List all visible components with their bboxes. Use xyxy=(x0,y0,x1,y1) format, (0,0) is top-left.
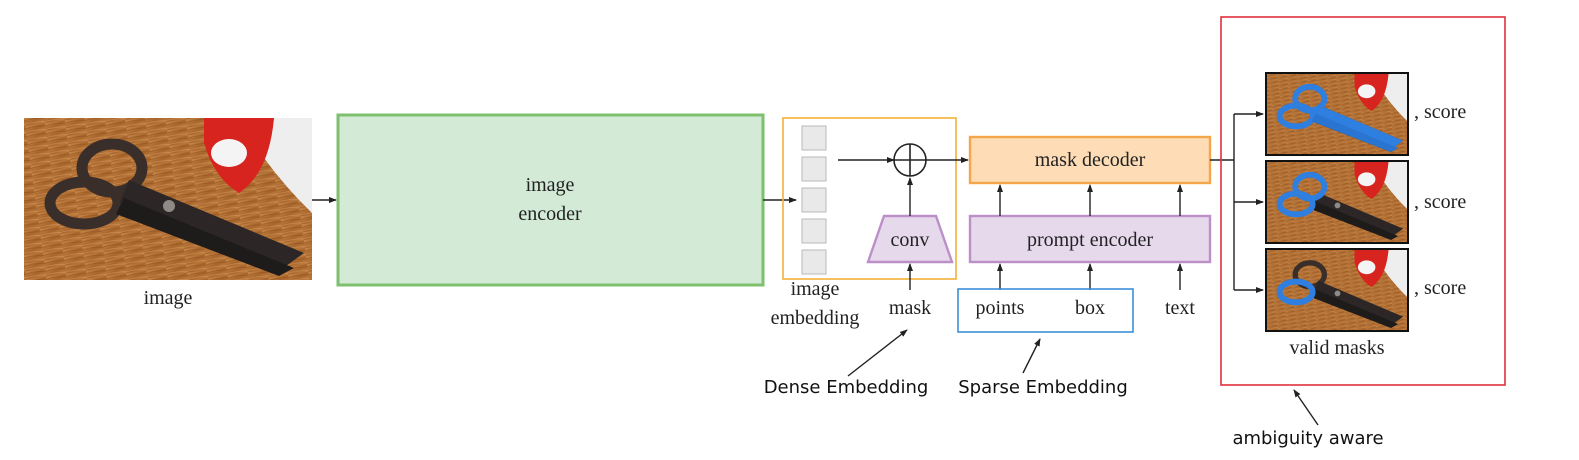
output-mask-2 xyxy=(1265,160,1409,244)
box-label: box xyxy=(1075,297,1105,319)
score-label-3: , score xyxy=(1414,277,1466,299)
dense-embedding-annotation: Dense Embedding xyxy=(764,377,929,398)
valid-masks-label: valid masks xyxy=(1290,337,1385,359)
embedding-cell xyxy=(801,125,827,151)
arrow-dense-annotation xyxy=(847,329,908,377)
sum-icon xyxy=(893,143,927,177)
input-image-label: image xyxy=(144,287,193,309)
ambiguity-aware-box xyxy=(1220,16,1506,386)
image-encoder-label-line2: encoder xyxy=(518,203,582,225)
score-label-2: , score xyxy=(1414,191,1466,213)
mask-decoder-label: mask decoder xyxy=(1035,149,1146,171)
image-encoder-label-line1: image xyxy=(526,174,575,196)
mask-input-label: mask xyxy=(889,297,931,319)
text-label: text xyxy=(1165,297,1195,319)
ambiguity-aware-annotation: ambiguity aware xyxy=(1232,428,1383,449)
image-encoder-box xyxy=(336,113,765,287)
embedding-cell xyxy=(801,187,827,213)
sparse-embedding-annotation: Sparse Embedding xyxy=(958,377,1128,398)
embedding-cell xyxy=(801,218,827,244)
output-connectors xyxy=(1210,111,1264,293)
mask-decoder-box xyxy=(968,135,1212,185)
conv-block xyxy=(866,214,954,264)
embedding-cell xyxy=(801,249,827,275)
embedding-box xyxy=(782,117,957,280)
input-image xyxy=(24,118,312,280)
arrow-sparse-annotation xyxy=(1022,338,1041,374)
output-mask-1 xyxy=(1265,72,1409,156)
sparse-prompt-box xyxy=(957,288,1134,333)
output-mask-3 xyxy=(1265,248,1409,332)
prompt-encoder-label: prompt encoder xyxy=(1027,229,1153,251)
embedding-cells xyxy=(801,125,827,275)
score-label-1: , score xyxy=(1414,101,1466,123)
image-embedding-label-line2: embedding xyxy=(771,307,860,329)
conv-label: conv xyxy=(891,229,930,251)
points-label: points xyxy=(976,297,1025,319)
arrow-ambiguity-annotation xyxy=(1293,389,1319,426)
image-embedding-label-line1: image xyxy=(791,278,840,300)
embedding-cell xyxy=(801,156,827,182)
